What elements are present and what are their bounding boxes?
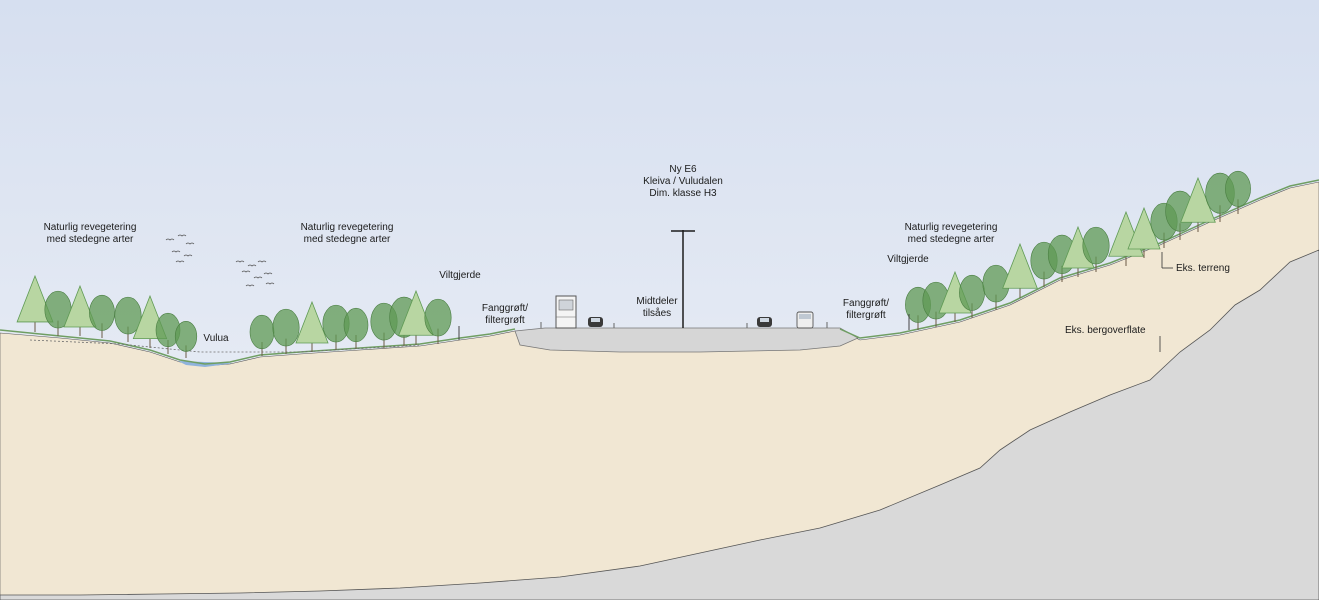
- revegetation-label-left: Naturlig revegetering med stedegne arter: [43, 222, 137, 245]
- fanggroft-label-left: Fanggrøft/ filtergrøft: [481, 303, 529, 326]
- bird-icon: [253, 276, 263, 279]
- conifer-tree-icon: [398, 289, 434, 345]
- terrain-surface-line: [0, 179, 1319, 365]
- car-icon-left: [588, 317, 603, 327]
- conifer-tree-icon: [295, 300, 329, 352]
- road-markers: [540, 322, 828, 328]
- existing-terrain-label: Eks. terreng: [1176, 263, 1230, 274]
- bird-icon: [235, 260, 245, 263]
- bird-icon: [265, 282, 275, 285]
- deciduous-tree-icon: [1082, 226, 1110, 272]
- viltgjerde-label-left: Viltgjerde: [439, 270, 481, 281]
- midtdeler-label: Midtdeler tilsåes: [636, 296, 678, 319]
- fanggroft-label-right: Fanggrøft/ filtergrøft: [842, 298, 890, 321]
- deciduous-tree-icon: [343, 307, 369, 349]
- conifer-tree-icon: [16, 274, 54, 332]
- conifer-tree-icon: [1002, 242, 1038, 298]
- deciduous-tree-icon: [424, 298, 452, 344]
- bird-icon: [257, 260, 267, 263]
- title-line-1: Ny E6: [669, 164, 697, 175]
- van-icon: [796, 311, 814, 329]
- bird-icon: [185, 242, 195, 245]
- bedrock-layer: [0, 249, 1319, 600]
- deciduous-tree-icon: [982, 264, 1010, 310]
- bird-icon: [241, 270, 251, 273]
- revegetation-label-right: Naturlig revegetering med stedegne arter: [904, 222, 998, 245]
- bird-icon: [165, 238, 175, 241]
- deciduous-tree-icon: [272, 308, 300, 354]
- existing-bedrock-label: Eks. bergoverflate: [1065, 325, 1146, 336]
- tree-groups: [16, 170, 1251, 358]
- deciduous-tree-icon: [174, 320, 198, 358]
- title-label: Ny E6 Kleiva / Vuludalen Dim. klasse H3: [608, 164, 758, 200]
- bird-icon: [183, 254, 193, 257]
- bird-icon: [247, 264, 257, 267]
- leader-lines: [1159, 252, 1173, 352]
- bird-icon: [177, 234, 187, 237]
- viltgjerde-label-right: Viltgjerde: [887, 254, 929, 265]
- deciduous-tree-icon: [89, 294, 115, 338]
- car-icon-right: [757, 317, 772, 327]
- bird-icon: [245, 284, 255, 287]
- truck-icon: [555, 295, 577, 329]
- title-line-3: Dim. klasse H3: [649, 188, 717, 199]
- existing-terrain-dashed-line: [29, 339, 421, 353]
- bird-icon: [171, 250, 181, 253]
- lighting-pole: [671, 230, 695, 328]
- conifer-tree-icon: [63, 284, 97, 336]
- deciduous-tree-icon: [322, 304, 350, 350]
- deciduous-tree-icon: [114, 296, 142, 342]
- bird-icon: [263, 272, 273, 275]
- road-body: [514, 327, 859, 353]
- revegetation-label-middle: Naturlig revegetering med stedegne arter: [300, 222, 394, 245]
- bird-icon: [175, 260, 185, 263]
- viltgjerde-posts: [458, 314, 910, 340]
- vulua-label: Vulua: [203, 333, 229, 344]
- bird-flock: [165, 234, 275, 287]
- title-line-2: Kleiva / Vuludalen: [643, 176, 723, 187]
- deciduous-tree-icon: [1225, 170, 1251, 214]
